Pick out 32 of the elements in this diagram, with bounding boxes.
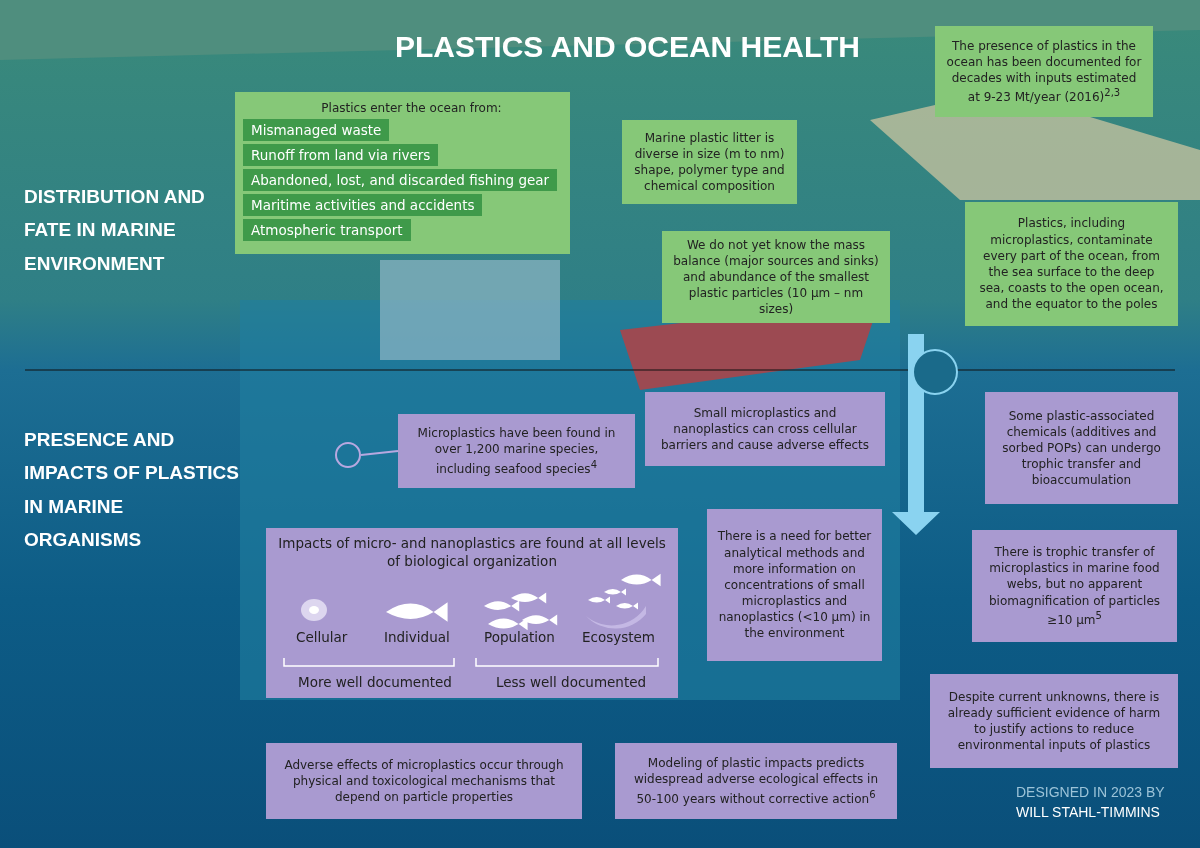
level-label: Ecosystem xyxy=(582,628,656,647)
section-heading: DISTRIBUTION AND FATE IN MARINE ENVIRONMENT xyxy=(24,185,206,276)
bracket-label: More well documented xyxy=(298,673,452,692)
bracket-label: Less well documented xyxy=(496,673,647,692)
source-item: Maritime activities and accidents xyxy=(243,194,483,217)
info-box: The presence of plastics in the ocean has been documented for decades with inputs estimated at 9-23 Mt/year (2016)$^{2,3}$ xyxy=(935,26,1153,117)
finding-box: Adverse effects of microplastics occur through physical and toxicological mechanisms that depend on particle properties xyxy=(266,743,582,819)
info-box: Marine plastic litter is diverse in size (m to nm) shape, polymer type and chemical composition xyxy=(622,120,797,204)
level-label: Population xyxy=(484,628,555,647)
source-item: Atmospheric transport xyxy=(243,219,411,242)
credit-text: DESIGNED IN 2023 BY xyxy=(1016,784,1165,800)
finding-box: Despite current unknowns, there is already sufficient evidence of harm to justify actions to reduce environmental inputs of plastics xyxy=(930,674,1178,768)
credit-text: WILL STAHL-TIMMINS xyxy=(1016,804,1160,820)
finding-box: Some plastic-associated chemicals (additives and sorbed POPs) can undergo trophic transfer and bioaccumulation xyxy=(985,392,1178,504)
finding-box: There is a need for better analytical methods and more information on concentrations of small microplastics and nanoplastics (<10 µm) in the environment xyxy=(707,509,882,661)
source-item: Runoff from land via rivers xyxy=(243,144,439,167)
title: PLASTICS AND OCEAN HEALTH xyxy=(395,30,860,64)
finding-box: Small microplastics and nanoplastics can cross cellular barriers and cause adverse effects xyxy=(645,392,885,466)
box-heading: Plastics enter the ocean from: xyxy=(320,100,503,117)
finding-box: Impacts of micro- and nanoplastics are found at all levels of biological organization Cellular Individual Population Ecosystem More well documented Less well documented xyxy=(266,528,678,698)
section-heading: PRESENCE AND IMPACTS OF PLASTICS IN MARINE ORGANISMS xyxy=(24,428,240,552)
info-box: Plastics, including microplastics, contaminate every part of the ocean, from the sea surface to the deep sea, coasts to the open ocean, and the equator to the poles xyxy=(965,202,1178,326)
info-box: We do not yet know the mass balance (major sources and sinks) and abundance of the smallest plastic particles (10 µm – nm sizes) xyxy=(662,231,890,323)
source-item: Abandoned, lost, and discarded fishing gear xyxy=(243,169,558,192)
finding-box: Microplastics have been found in over 1,200 marine species, including seafood species$^{4}$ xyxy=(398,414,635,488)
finding-box: There is trophic transfer of microplastics in marine food webs, but no apparent biomagnification of particles ≥10 µm$^{5}$ xyxy=(972,530,1177,642)
level-label: Individual xyxy=(384,628,450,647)
leader-line xyxy=(360,450,399,456)
magnifier-circle xyxy=(335,442,361,468)
level-label: Cellular xyxy=(296,628,348,647)
source-item: Mismanaged waste xyxy=(243,119,390,142)
finding-box: Modeling of plastic impacts predicts widespread adverse ecological effects in 50-100 years without corrective action$^{6}$ xyxy=(615,743,897,819)
